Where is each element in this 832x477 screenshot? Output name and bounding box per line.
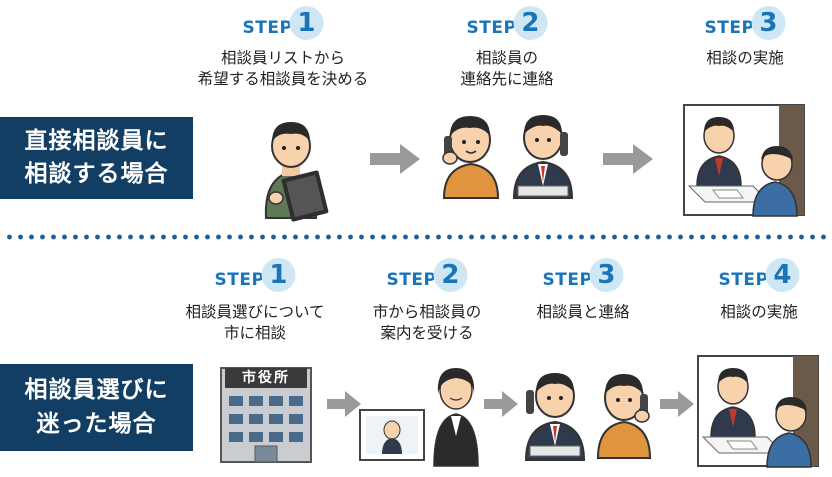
desc-line: 相談員と連絡 <box>536 303 630 321</box>
step-word: STEP <box>466 18 517 38</box>
person-calling-illustration <box>442 116 500 199</box>
staff-on-phone-illustration <box>524 373 586 461</box>
step-word: STEP <box>542 270 593 290</box>
desc-line: 相談員選びについて <box>185 303 325 321</box>
consultation-meeting-illustration <box>683 104 805 217</box>
step-number: 3 <box>589 258 624 292</box>
step-word: STEP <box>242 18 293 38</box>
person-with-clipboard-illustration <box>264 122 329 222</box>
desc-line: 市から相談員の <box>372 303 482 321</box>
step-number: 4 <box>765 258 800 292</box>
arrow-right-icon <box>660 391 694 417</box>
desc-line: 連絡先に連絡 <box>460 70 554 88</box>
row2-step1-desc: 相談員選びについて 市に相談 <box>185 302 324 344</box>
step-word: STEP <box>386 270 437 290</box>
desc-line: 相談員の <box>475 49 539 67</box>
city-hall-building-icon <box>220 367 312 463</box>
step-word: STEP <box>718 270 769 290</box>
desc-line: 相談の実施 <box>706 49 784 67</box>
desc-line: 相談の実施 <box>720 303 798 321</box>
row2-step4-desc: 相談の実施 <box>720 302 798 323</box>
row1-label-line2: 相談する場合 <box>24 161 169 187</box>
staff-on-phone-illustration <box>512 115 574 199</box>
row1-step3-desc: 相談の実施 <box>706 48 784 69</box>
staff-with-monitor-illustration <box>359 368 479 467</box>
arrow-right-icon <box>603 144 653 174</box>
step-number: 1 <box>289 6 324 40</box>
step-number: 1 <box>261 258 296 292</box>
step-number: 2 <box>513 6 548 40</box>
row1-step2-badge: STEP 2 <box>467 6 548 40</box>
row2-label-line1: 相談員選びに <box>24 377 169 404</box>
arrow-right-icon <box>484 391 518 417</box>
step-number: 3 <box>751 6 786 40</box>
city-hall-building-illustration: 市役所 <box>215 364 317 464</box>
desc-line: 相談員リストから <box>220 49 346 67</box>
step-word: STEP <box>704 18 755 38</box>
step-number: 2 <box>433 258 468 292</box>
desc-line: 案内を受ける <box>380 324 474 342</box>
row2-step3-desc: 相談員と連絡 <box>536 302 629 323</box>
row1-step3-badge: STEP 3 <box>705 6 786 40</box>
city-hall-sign: 市役所 <box>242 370 290 386</box>
row2-label-line2: 迷った場合 <box>36 410 157 437</box>
row1-label-line1: 直接相談員に <box>24 127 169 154</box>
row2-step2-desc: 市から相談員の 案内を受ける <box>373 302 482 344</box>
row1-step1-badge: STEP 1 <box>243 6 324 40</box>
consultation-meeting-illustration <box>697 355 819 468</box>
row1-step2-desc: 相談員の 連絡先に連絡 <box>460 48 553 90</box>
step-word: STEP <box>214 270 265 290</box>
row2-step4-badge: STEP 4 <box>719 258 800 292</box>
row-divider-dots <box>4 234 830 240</box>
desc-line: 市に相談 <box>223 324 287 342</box>
row2-label: 相談員選びに 迷った場合 <box>0 364 193 451</box>
row2-step2-badge: STEP 2 <box>387 258 468 292</box>
row2-step3-badge: STEP 3 <box>543 258 624 292</box>
arrow-right-icon <box>327 391 361 417</box>
person-calling-illustration <box>596 374 652 459</box>
arrow-right-icon <box>370 144 420 174</box>
row1-label: 直接相談員に 相談する場合 <box>0 117 193 199</box>
desc-line: 希望する相談員を決める <box>197 70 369 88</box>
row1-step1-desc: 相談員リストから 希望する相談員を決める <box>198 48 369 90</box>
row2-step1-badge: STEP 1 <box>215 258 296 292</box>
